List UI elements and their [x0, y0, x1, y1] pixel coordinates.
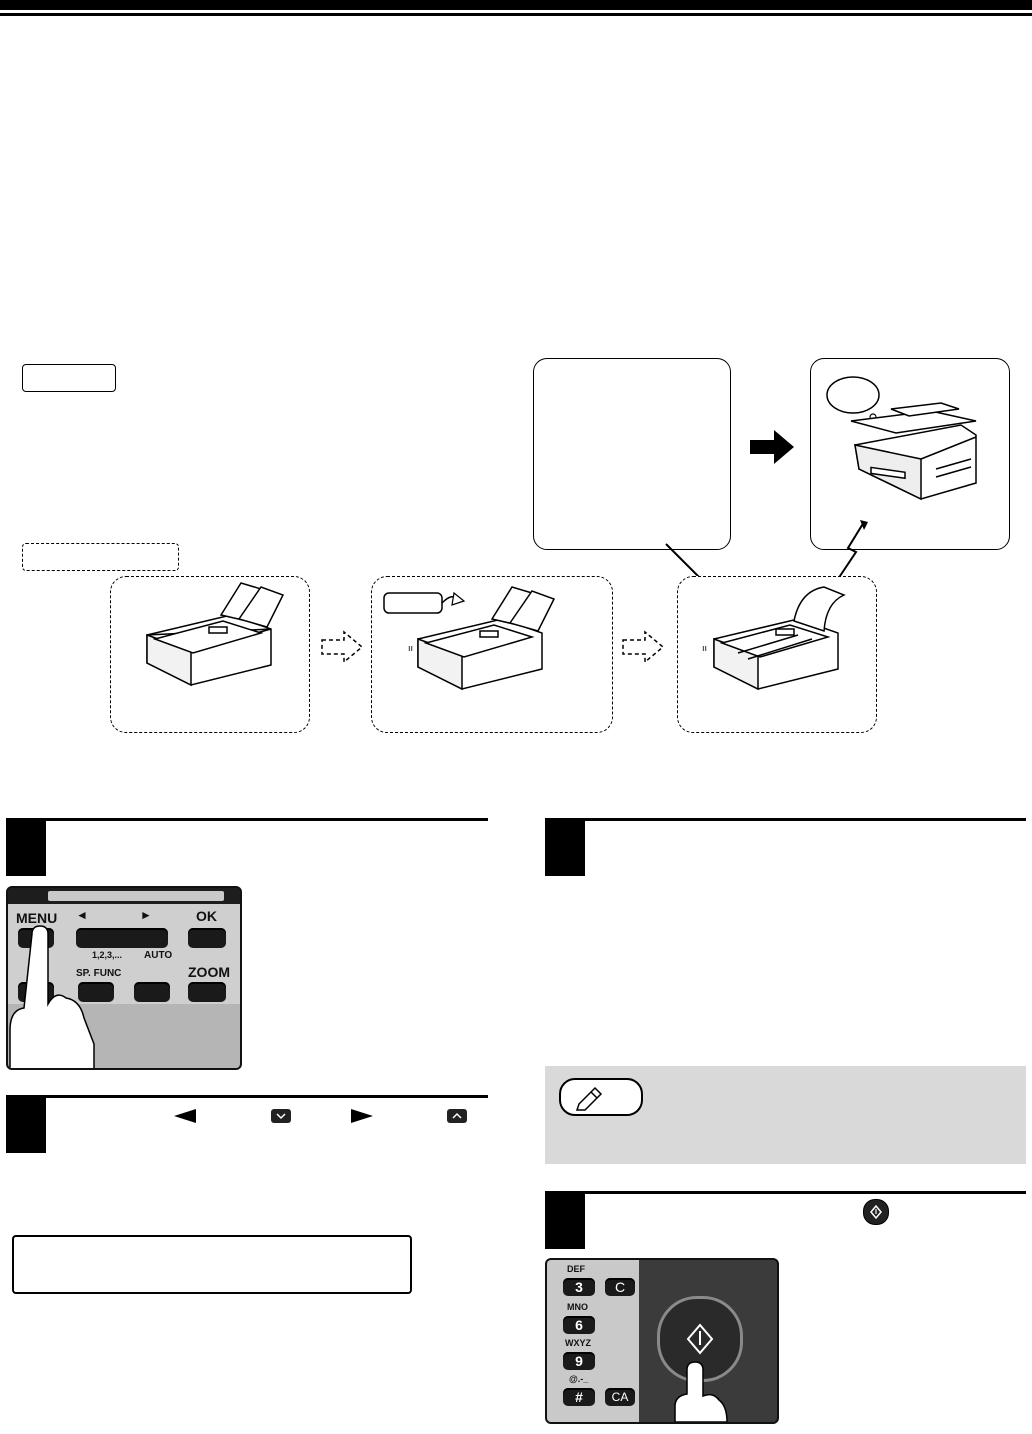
- clear-key[interactable]: C: [605, 1278, 635, 1296]
- fax-panel-2: ıı: [371, 576, 613, 733]
- wxyz-label: WXYZ: [565, 1338, 591, 1348]
- pencil-icon: [575, 1086, 603, 1111]
- svg-text:ıı: ıı: [408, 644, 413, 654]
- step-number-block: [545, 1191, 585, 1249]
- fax-illustration: ıı: [702, 586, 846, 691]
- display-box: [12, 1235, 412, 1294]
- start-icon: [686, 1323, 714, 1355]
- control-panel-photo: MENU ◄ ► OK 1,2,3,... AUTO SP. FUNC ZOOM: [6, 886, 242, 1070]
- right-arrow-icon: [351, 1109, 373, 1123]
- label-box: [22, 364, 116, 392]
- step-header-2: [6, 1095, 488, 1153]
- hash-key[interactable]: #: [563, 1388, 595, 1406]
- svg-text:ıı: ıı: [702, 644, 707, 654]
- step-header-4: [545, 1191, 1026, 1249]
- arrow-right-icon: [622, 630, 665, 664]
- clear-all-key[interactable]: CA: [605, 1388, 635, 1406]
- auto-label: AUTO: [144, 950, 173, 961]
- note-badge: [559, 1078, 643, 1116]
- keypad-photo: DEF 3 C MNO 6 WXYZ 9 @.-_ # CA: [545, 1258, 779, 1424]
- note-box: [545, 1066, 1026, 1164]
- right-arrow-label: ►: [140, 908, 152, 922]
- key-6[interactable]: 6: [563, 1316, 595, 1334]
- key-9[interactable]: 9: [563, 1352, 595, 1370]
- down-key-icon: [271, 1109, 291, 1123]
- step-header-1: [6, 818, 488, 876]
- top-rule: [0, 0, 1032, 10]
- fax-illustration: [146, 582, 285, 687]
- fax-panel-3: ıı: [677, 576, 877, 733]
- zoom-label: ZOOM: [188, 964, 230, 980]
- ok-key[interactable]: [188, 928, 226, 948]
- fax-illustration: ıı: [383, 586, 556, 691]
- dashed-label-box: [22, 543, 179, 571]
- top-rule-thin: [0, 13, 1032, 16]
- key-3[interactable]: 3: [563, 1278, 595, 1296]
- step-number-block: [545, 818, 585, 876]
- lightning-icon: [835, 520, 868, 583]
- def-label: DEF: [567, 1264, 585, 1274]
- start-icon: [863, 1199, 889, 1225]
- ok-label: OK: [196, 908, 217, 924]
- up-key-icon: [447, 1109, 467, 1123]
- zoom-key[interactable]: [188, 982, 226, 1002]
- step-number-block: [6, 818, 46, 876]
- mno-label: MNO: [567, 1302, 588, 1312]
- arrow-right-icon: [321, 630, 364, 664]
- sort-label: 1,2,3,...: [92, 950, 123, 960]
- sp-func-key[interactable]: [78, 982, 114, 1002]
- copier-panel: [810, 358, 1010, 550]
- sp-func-label: SP. FUNC: [76, 968, 122, 979]
- arrow-keys[interactable]: [76, 928, 168, 948]
- copier-illustration: [826, 376, 977, 501]
- auto-key[interactable]: [134, 982, 170, 1002]
- callout-panel: [533, 358, 731, 550]
- step-number-block: [6, 1095, 46, 1153]
- finger-illustration: [674, 1361, 728, 1422]
- left-arrow-label: ◄: [76, 908, 88, 922]
- step-header-3: [545, 818, 1026, 876]
- fax-panel-1: [110, 576, 310, 733]
- symbols-label: @.-_: [569, 1374, 589, 1384]
- menu-label: MENU: [16, 910, 58, 926]
- arrow-right-icon: [750, 430, 794, 464]
- finger-illustration: [9, 925, 95, 1068]
- left-arrow-icon: [174, 1109, 196, 1123]
